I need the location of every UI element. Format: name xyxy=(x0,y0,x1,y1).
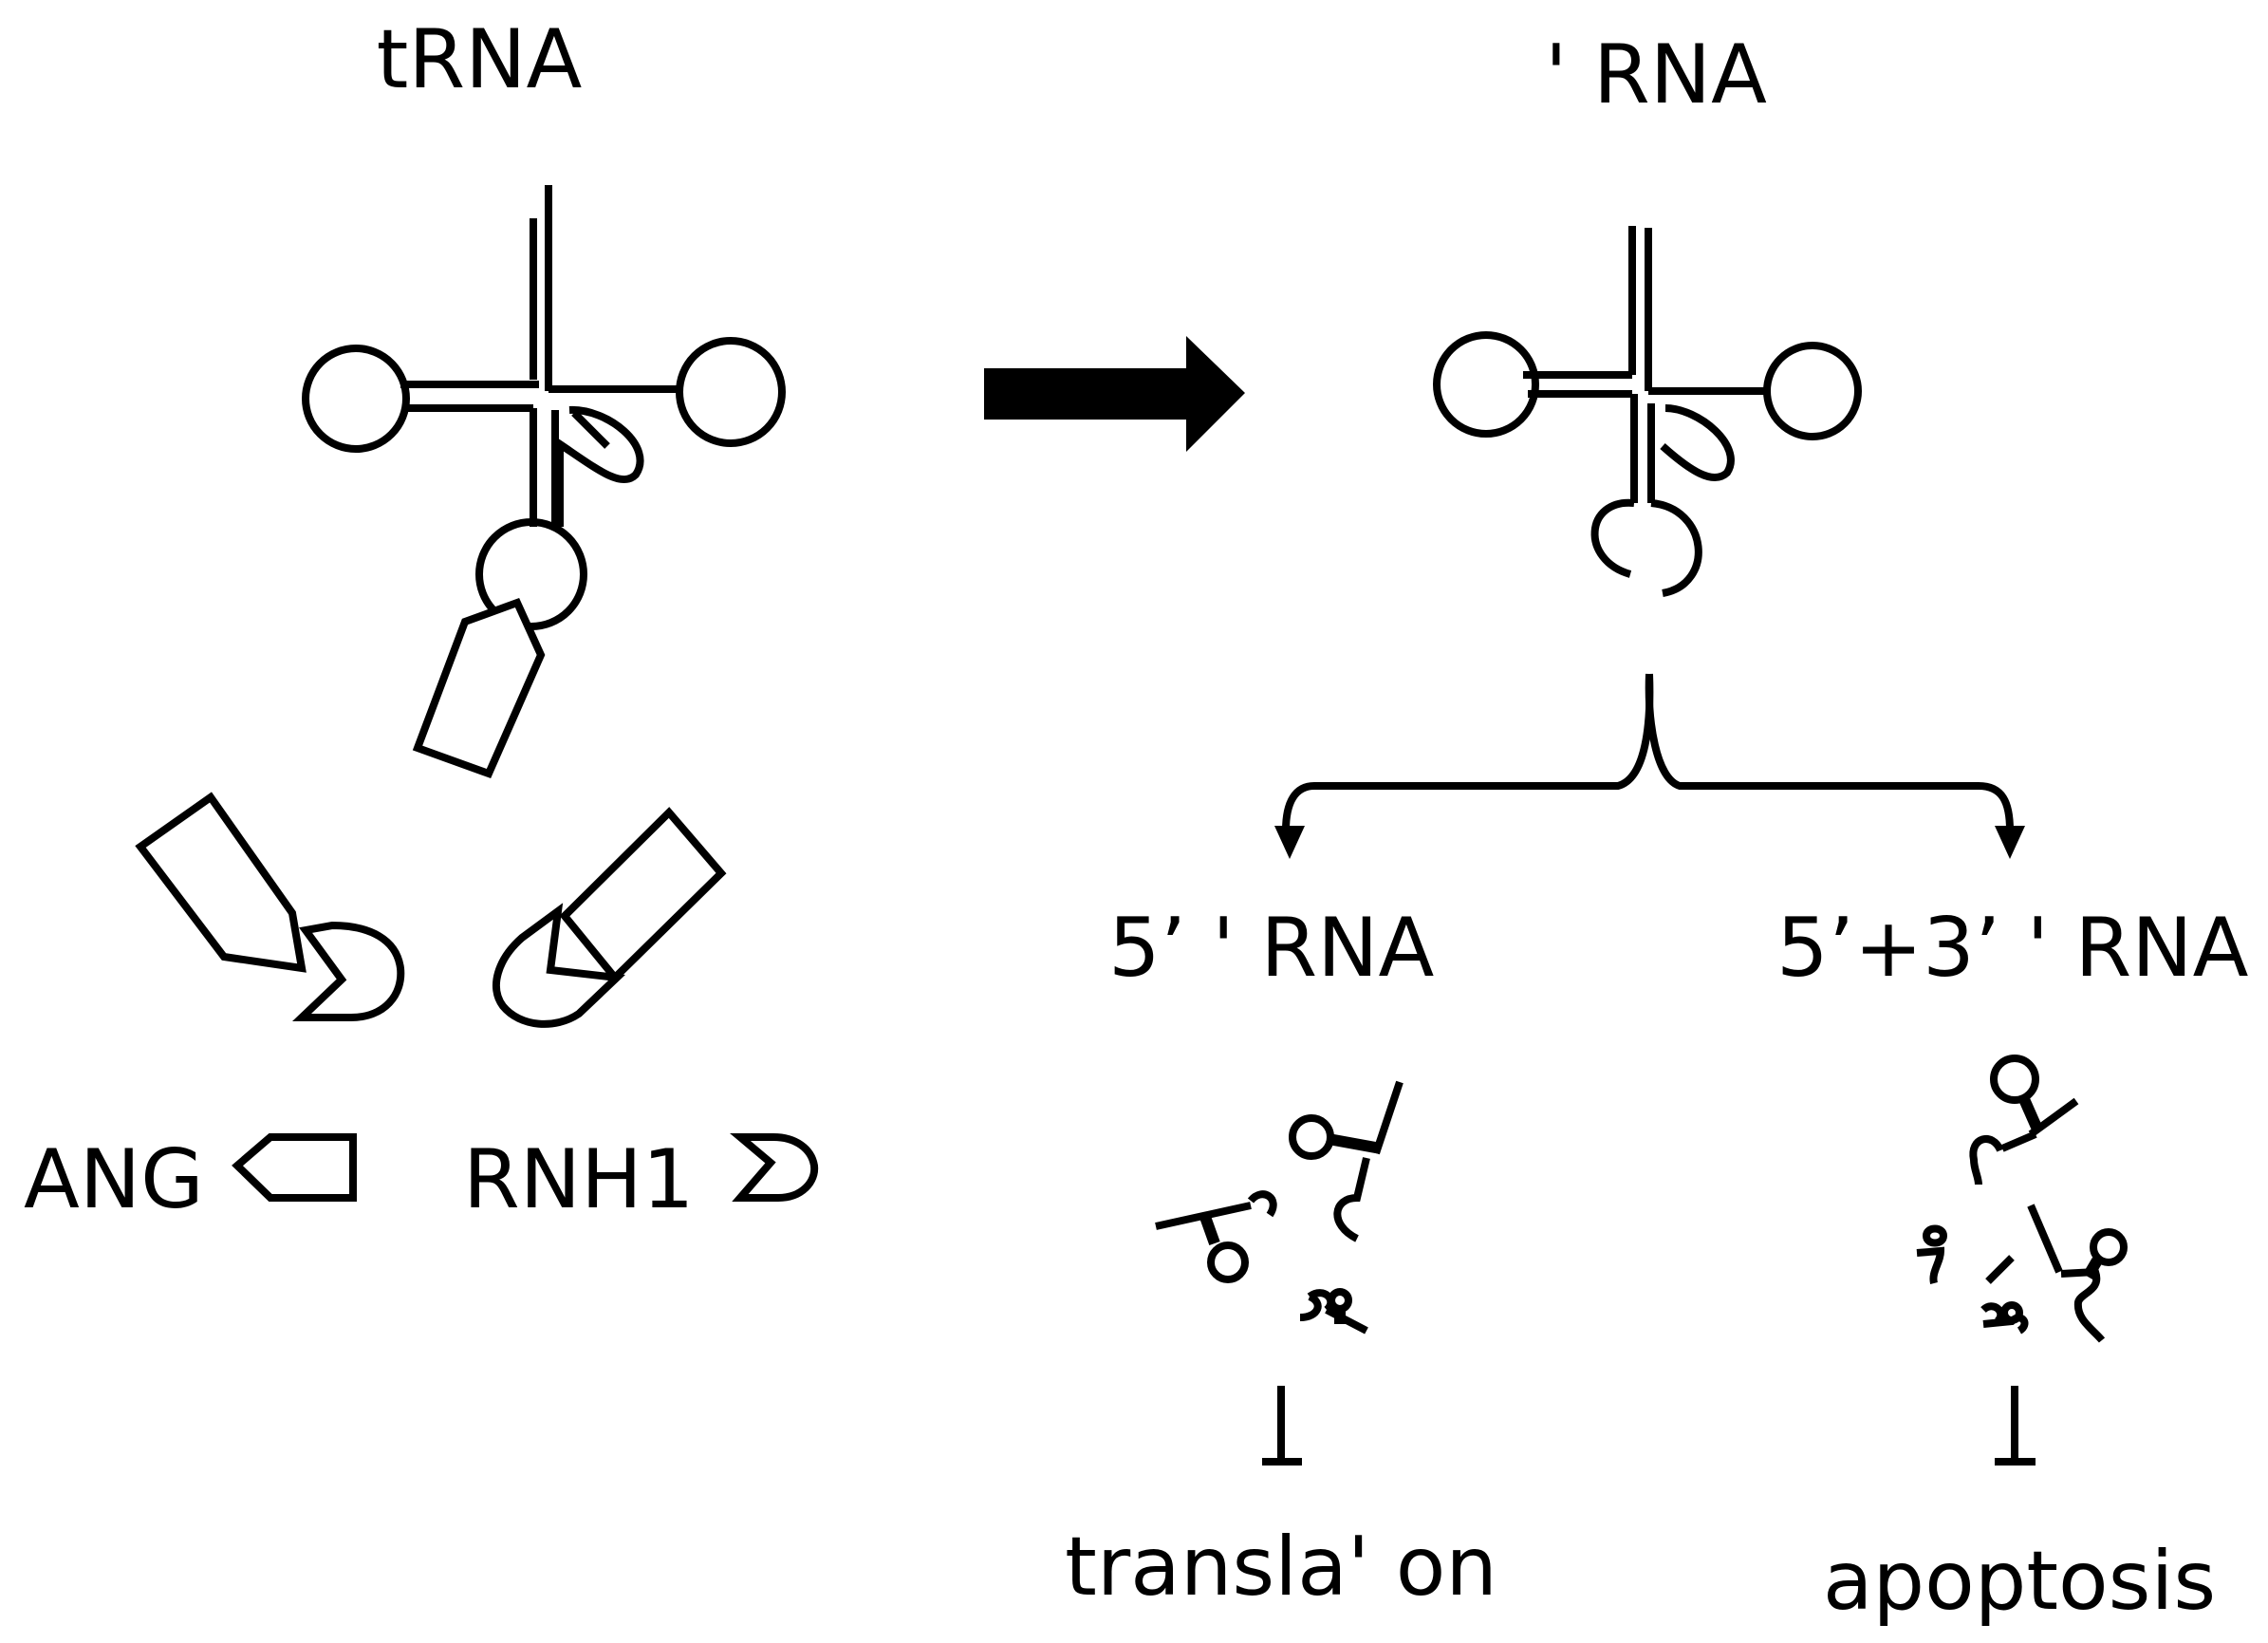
t-loop xyxy=(1763,342,1862,440)
tirna-title: ' RNA xyxy=(1545,28,1767,122)
t-loop xyxy=(676,337,786,447)
fragments-5-3-tirna xyxy=(1916,1055,2128,1343)
split-connector xyxy=(1274,673,2025,859)
rnh1-icon xyxy=(292,921,405,1021)
ang-icon xyxy=(135,792,307,973)
arrow-head-left xyxy=(1274,826,1305,859)
ang-rnh1-complex-2 xyxy=(492,807,727,1028)
ang-label: ANG xyxy=(24,1132,204,1227)
cleaved-loop-right xyxy=(1650,499,1702,597)
ang-bound-icon xyxy=(412,597,546,779)
ang-rnh1-complex-1 xyxy=(135,792,405,1021)
rnh1-icon xyxy=(492,903,625,1028)
five-tirna-label: 5’ ' RNA xyxy=(1108,901,1434,996)
inhibit-translation-icon xyxy=(1262,1386,1302,1466)
trna-cloverleaf xyxy=(302,185,786,779)
inhibit-apoptosis-icon xyxy=(1995,1386,2036,1466)
ang-legend-icon xyxy=(232,1133,357,1202)
five-three-tirna-label: 5’+3’ ' RNA xyxy=(1776,901,2249,996)
ang-icon xyxy=(559,807,727,983)
d-loop xyxy=(302,345,410,453)
arrow-head-right xyxy=(1995,826,2025,859)
trna-title: tRNA xyxy=(377,12,583,107)
d-loop xyxy=(1433,331,1539,438)
apoptosis-label: apoptosis xyxy=(1823,1534,2216,1629)
rnh1-legend-icon xyxy=(730,1133,819,1202)
fragments-5-tirna xyxy=(1155,1080,1404,1335)
cleaved-loop-left xyxy=(1590,498,1635,578)
rnh1-label: RNH1 xyxy=(463,1132,694,1227)
tirna-structure xyxy=(1433,226,1862,597)
translation-label: transla' on xyxy=(1065,1520,1497,1615)
process-arrow xyxy=(984,336,1245,452)
